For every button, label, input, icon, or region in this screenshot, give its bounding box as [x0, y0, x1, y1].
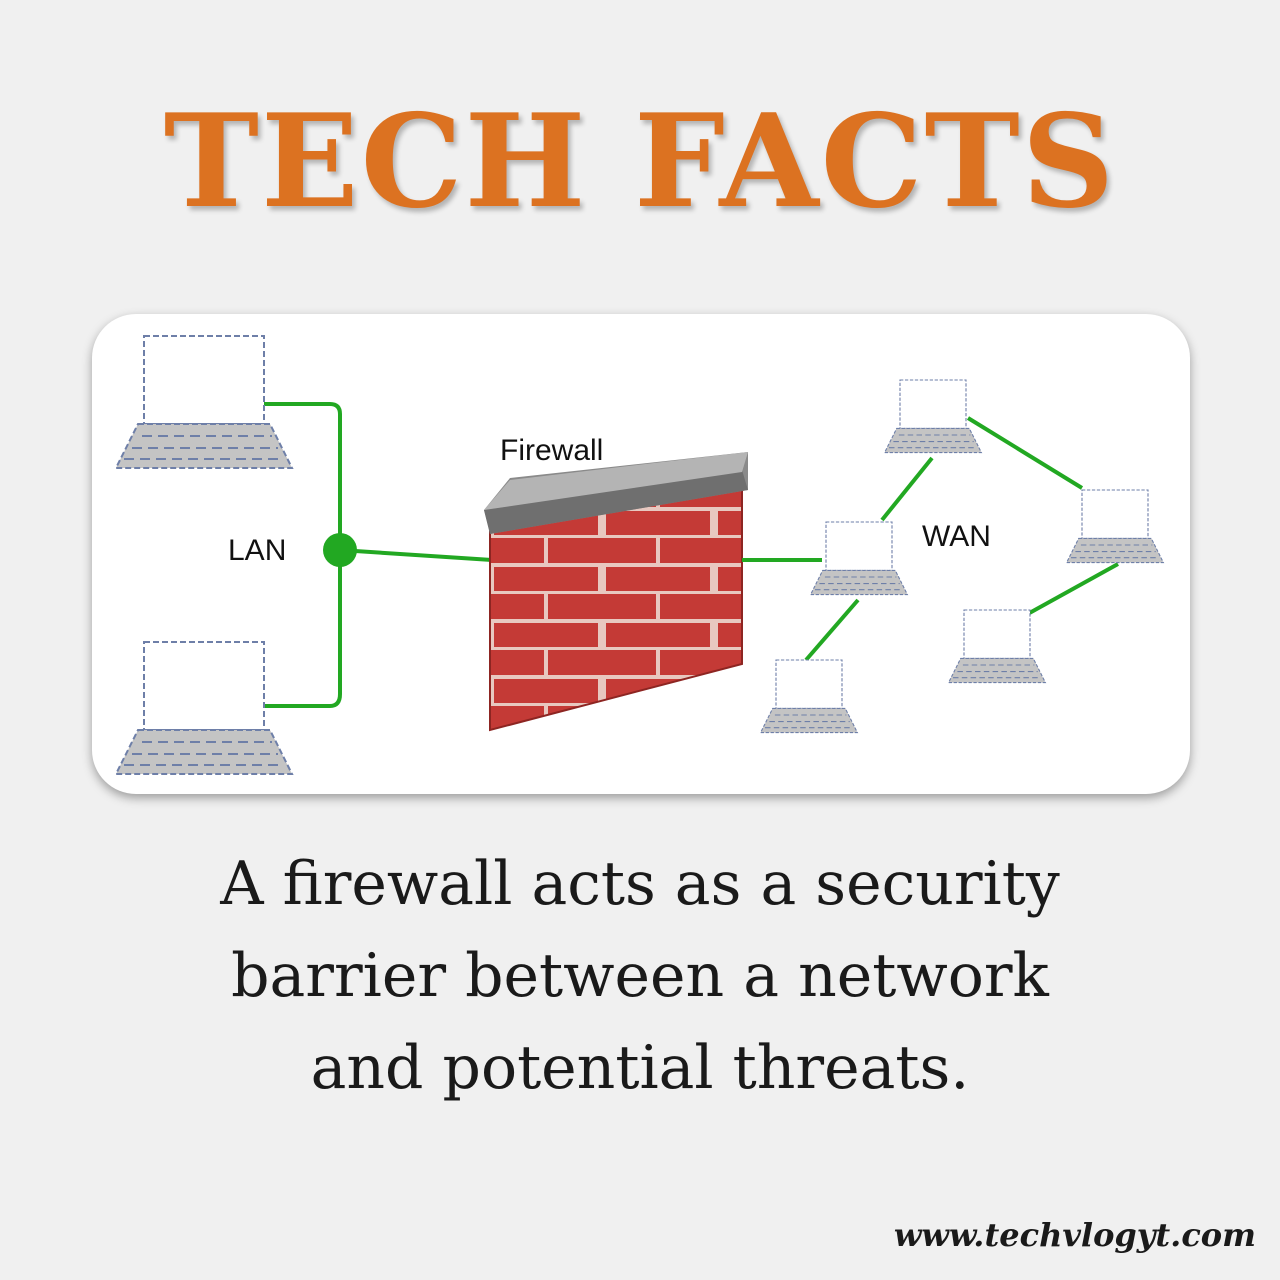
- wan-label: WAN: [922, 520, 991, 553]
- laptop-icon: [810, 521, 908, 596]
- firewall-brick-wall-icon: [484, 452, 748, 732]
- caption-line: barrier between a network: [231, 941, 1049, 1011]
- caption-line: A firewall acts as a security: [220, 849, 1060, 919]
- lan-label: LAN: [228, 534, 286, 567]
- firewall-label: Firewall: [500, 434, 603, 467]
- lan-hub-node-icon: [323, 533, 357, 567]
- website-url: www.techvlogyt.com: [893, 1216, 1256, 1254]
- page-title: TECH FACTS: [163, 87, 1117, 237]
- wan-links: [742, 416, 1119, 662]
- fact-caption: A firewall acts as a security barrier be…: [140, 838, 1140, 1114]
- lan-links: [264, 402, 493, 708]
- laptop-icon: [1066, 489, 1164, 564]
- laptop-icon: [884, 379, 982, 454]
- laptop-icon: [760, 659, 858, 734]
- laptop-icon: [948, 609, 1046, 684]
- network-diagram: Firewall LAN WAN: [115, 335, 1164, 775]
- caption-line: and potential threats.: [310, 1033, 970, 1103]
- network-diagram-card: Firewall LAN WAN: [92, 314, 1190, 794]
